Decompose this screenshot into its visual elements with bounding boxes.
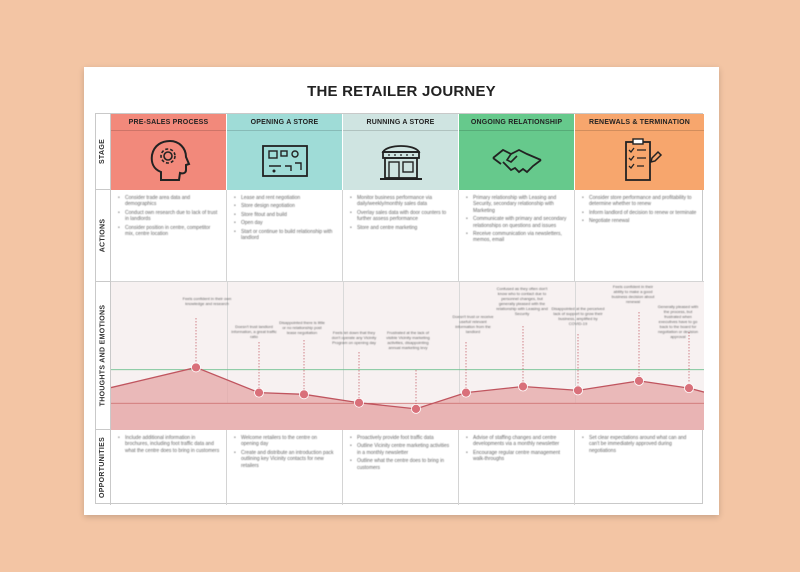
opportunities-cell: Include additional information in brochu… bbox=[111, 430, 227, 505]
emotion-note: Feels let down that they don't operate a… bbox=[331, 330, 377, 345]
opportunities-cell: Proactively provide foot traffic data Ou… bbox=[343, 430, 459, 505]
emotion-point bbox=[299, 389, 309, 400]
emotion-note: Feels confident in their ability to make… bbox=[611, 284, 655, 304]
checklist-icon bbox=[624, 138, 662, 181]
actions-cell: Consider store performance and profitabi… bbox=[575, 190, 704, 282]
floor-plan-icon bbox=[261, 145, 308, 177]
head-gear-icon bbox=[150, 139, 190, 181]
emotion-note: Doesn't trust landlord information, a gr… bbox=[231, 324, 277, 339]
row-label-thoughts-emotions: THOUGHTS AND EMOTIONS bbox=[96, 282, 111, 430]
stage-running: RUNNING A STORE bbox=[343, 114, 459, 190]
emotion-note: Doesn't trust or receive useful/ relevan… bbox=[452, 314, 494, 334]
emotion-note: Generally pleased with the process, but … bbox=[657, 304, 699, 339]
row-label-stage: STAGE bbox=[96, 114, 111, 190]
actions-cell: Lease and rent negotiation Store design … bbox=[227, 190, 343, 282]
emotion-point bbox=[411, 403, 421, 414]
stage-title: RUNNING A STORE bbox=[343, 114, 458, 131]
emotion-point bbox=[191, 362, 201, 373]
emotion-line bbox=[111, 366, 704, 410]
emotion-point bbox=[354, 397, 364, 408]
stage-renewals: RENEWALS & TERMINATION bbox=[575, 114, 704, 190]
row-label-actions: ACTIONS bbox=[96, 190, 111, 282]
stage-opening: OPENING A STORE bbox=[227, 114, 343, 190]
stage-ongoing: ONGOING RELATIONSHIP bbox=[459, 114, 575, 190]
emotion-curve-area: Feels confident in their own knowledge a… bbox=[111, 282, 704, 430]
emotion-note: Disappointed there is little or no relat… bbox=[279, 320, 325, 335]
stage-title: OPENING A STORE bbox=[227, 114, 342, 131]
actions-cell: Consider trade area data and demographic… bbox=[111, 190, 227, 282]
stage-title: RENEWALS & TERMINATION bbox=[575, 114, 704, 131]
emotion-point bbox=[518, 381, 528, 392]
emotion-note: Frustrated at the lack of visible Vicini… bbox=[386, 330, 430, 350]
emotion-point bbox=[634, 375, 644, 386]
opportunities-cell: Welcome retailers to the centre on openi… bbox=[227, 430, 343, 505]
opportunities-cell: Set clear expectations around what can a… bbox=[575, 430, 704, 505]
emotion-point bbox=[461, 387, 471, 398]
actions-cell: Monitor business performance via daily/w… bbox=[343, 190, 459, 282]
page-title: THE RETAILER JOURNEY bbox=[307, 83, 496, 100]
emotion-note: Feels confident in their own knowledge a… bbox=[182, 296, 232, 306]
row-label-opportunities: OPPORTUNITIES bbox=[96, 430, 111, 505]
stage-title: ONGOING RELATIONSHIP bbox=[459, 114, 574, 131]
storefront-icon bbox=[379, 145, 422, 180]
emotion-point bbox=[573, 385, 583, 396]
opportunities-cell: Advise of staffing changes and centre de… bbox=[459, 430, 575, 505]
actions-cell: Primary relationship with Leasing and Se… bbox=[459, 190, 575, 282]
journey-map-document: THE RETAILER JOURNEY STAGE ACTIONS THOUG… bbox=[84, 67, 719, 515]
emotion-area bbox=[111, 367, 704, 430]
emotion-note: Confused as they often don't know who to… bbox=[496, 286, 548, 316]
handshake-icon bbox=[491, 148, 542, 174]
emotion-note: Disappointed at the perceived lack of su… bbox=[551, 306, 605, 326]
emotion-point bbox=[254, 387, 264, 398]
emotion-point bbox=[684, 383, 694, 394]
stage-pre-sales: PRE-SALES PROCESS bbox=[111, 114, 227, 190]
journey-grid: STAGE ACTIONS THOUGHTS AND EMOTIONS OPPO… bbox=[95, 113, 704, 505]
emotion-curve-chart bbox=[111, 312, 704, 430]
stage-title: PRE-SALES PROCESS bbox=[111, 114, 226, 131]
